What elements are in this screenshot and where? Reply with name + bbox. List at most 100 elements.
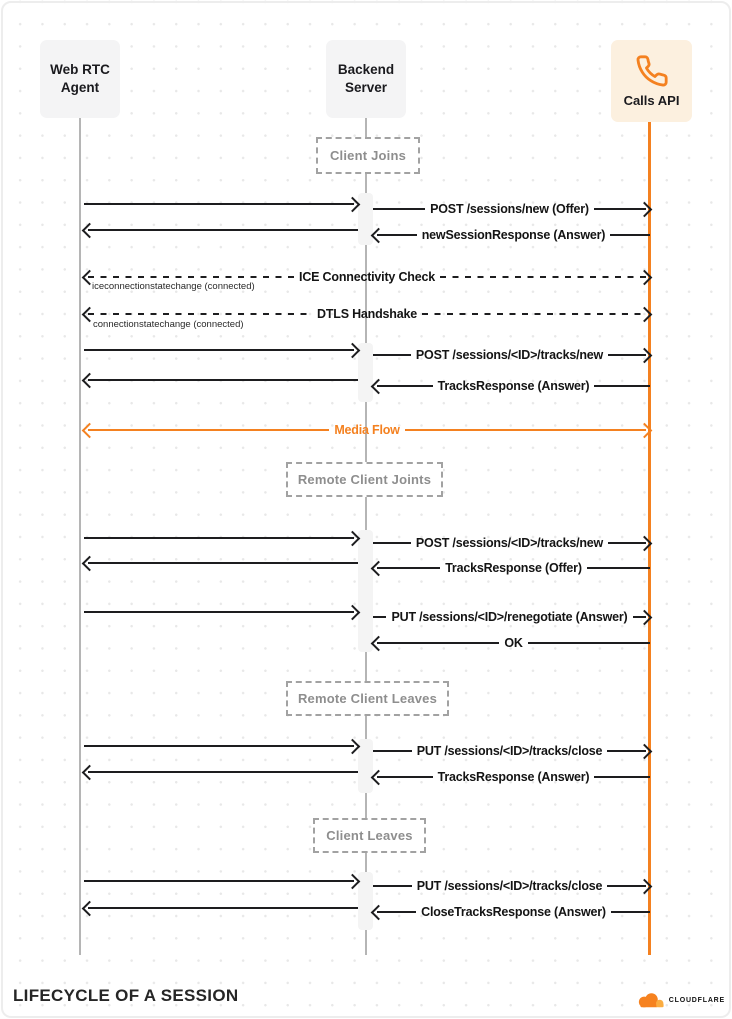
arrow-line (586, 566, 650, 570)
arrowhead-right-icon (636, 201, 653, 217)
arrowhead-right-icon (344, 530, 361, 546)
arrow-line (373, 749, 412, 753)
message-tracks-response-offer: TracksResponse (Offer) (370, 560, 650, 576)
message-media-flow: Media Flow (81, 422, 653, 438)
arrowhead-right-icon (636, 269, 653, 285)
arrowhead-right-icon (344, 604, 361, 620)
arrowhead-right-icon (344, 738, 361, 754)
arrowhead-right-icon (344, 873, 361, 889)
response-arrow (81, 555, 358, 571)
arrow-line (594, 384, 650, 388)
arrow-line (377, 384, 433, 388)
arrow-line (88, 228, 358, 232)
arrow-line (377, 775, 433, 779)
participant-webrtc-agent: Web RTC Agent (40, 40, 120, 118)
message-ice-connectivity-check: ICE Connectivity Check (81, 269, 653, 285)
arrowhead-left-icon (81, 372, 98, 388)
message-label: TracksResponse (Offer) (445, 561, 582, 575)
message-label: OK (504, 636, 523, 650)
message-label: POST /sessions/<ID>/tracks/new (415, 348, 604, 362)
arrow-line (632, 615, 646, 619)
message-label: PUT /sessions/<ID>/tracks/close (416, 879, 603, 893)
activation-bar (358, 193, 373, 245)
arrow-line (84, 202, 354, 206)
arrow-line (84, 744, 354, 748)
request-arrow (84, 873, 361, 889)
message-tracks-response-answer: TracksResponse (Answer) (370, 769, 650, 785)
arrowhead-right-icon (636, 422, 653, 438)
section-remote-client-leaves: Remote Client Leaves (286, 681, 449, 716)
arrow-line (84, 610, 354, 614)
arrowhead-right-icon (636, 347, 653, 363)
arrow-line (377, 566, 441, 570)
participant-label: Calls API (623, 93, 680, 109)
arrow-line (527, 641, 651, 645)
section-label: Client Joins (329, 148, 407, 163)
arrowhead-left-icon (81, 764, 98, 780)
message-tracks-response-answer: TracksResponse (Answer) (370, 378, 650, 394)
arrowhead-left-icon (370, 227, 387, 243)
arrow-line (610, 233, 651, 237)
event-connectionstatechange: connectionstatechange (connected) (93, 319, 244, 330)
request-arrow (84, 738, 361, 754)
activation-bar (358, 739, 373, 793)
message-put-tracks-close: PUT /sessions/<ID>/tracks/close (373, 743, 653, 759)
arrowhead-right-icon (344, 342, 361, 358)
request-arrow (84, 530, 361, 546)
message-ok: OK (370, 635, 651, 651)
message-label: ICE Connectivity Check (299, 270, 435, 284)
arrowhead-right-icon (636, 535, 653, 551)
section-label: Client Leaves (326, 828, 413, 843)
message-label: TracksResponse (Answer) (437, 379, 590, 393)
arrow-line (404, 428, 646, 432)
brand-label: CLOUDFLARE (668, 996, 725, 1004)
participant-calls-api: Calls API (611, 40, 692, 122)
arrow-line (377, 233, 417, 237)
arrowhead-left-icon (370, 560, 387, 576)
arrowhead-right-icon (636, 609, 653, 625)
lifeline-calls-api (648, 120, 651, 955)
arrow-line (377, 641, 500, 645)
arrowhead-left-icon (81, 422, 98, 438)
arrow-line (593, 207, 647, 211)
arrow-line (439, 275, 647, 279)
message-close-tracks-response: CloseTracksResponse (Answer) (370, 904, 651, 920)
arrow-line (607, 884, 647, 888)
message-dtls-handshake: DTLS Handshake (81, 306, 653, 322)
arrow-line (373, 353, 411, 357)
cloudflare-cloud-icon (638, 993, 664, 1008)
request-arrow (84, 342, 361, 358)
page-title: LIFECYCLE OF A SESSION (13, 986, 239, 1005)
arrow-line (594, 775, 650, 779)
section-remote-client-joints: Remote Client Joints (286, 462, 443, 497)
arrowhead-left-icon (81, 222, 98, 238)
section-client-joins: Client Joins (316, 137, 420, 174)
arrow-line (608, 541, 646, 545)
request-arrow (84, 604, 361, 620)
response-arrow (81, 900, 358, 916)
arrowhead-left-icon (370, 904, 387, 920)
arrow-line (88, 770, 358, 774)
section-client-leaves: Client Leaves (313, 818, 426, 853)
arrowhead-right-icon (636, 743, 653, 759)
arrow-line (88, 378, 358, 382)
message-label: PUT /sessions/<ID>/renegotiate (Answer) (391, 610, 628, 624)
arrow-line (373, 541, 411, 545)
activation-bar (358, 343, 373, 402)
arrowhead-left-icon (370, 769, 387, 785)
cloudflare-brand: CLOUDFLARE (635, 990, 725, 1010)
message-label: POST /sessions/new (Offer) (430, 202, 589, 216)
arrow-line (84, 348, 354, 352)
arrowhead-right-icon (636, 306, 653, 322)
arrowhead-right-icon (344, 196, 361, 212)
message-post-sessions-new: POST /sessions/new (Offer) (373, 201, 653, 217)
message-post-tracks-new-remote: POST /sessions/<ID>/tracks/new (373, 535, 653, 551)
message-label: TracksResponse (Answer) (437, 770, 590, 784)
message-label: CloseTracksResponse (Answer) (421, 905, 606, 919)
message-new-session-response: newSessionResponse (Answer) (370, 227, 651, 243)
arrow-line (377, 910, 417, 914)
arrowhead-left-icon (370, 635, 387, 651)
activation-bar (358, 530, 373, 652)
arrow-line (373, 207, 426, 211)
